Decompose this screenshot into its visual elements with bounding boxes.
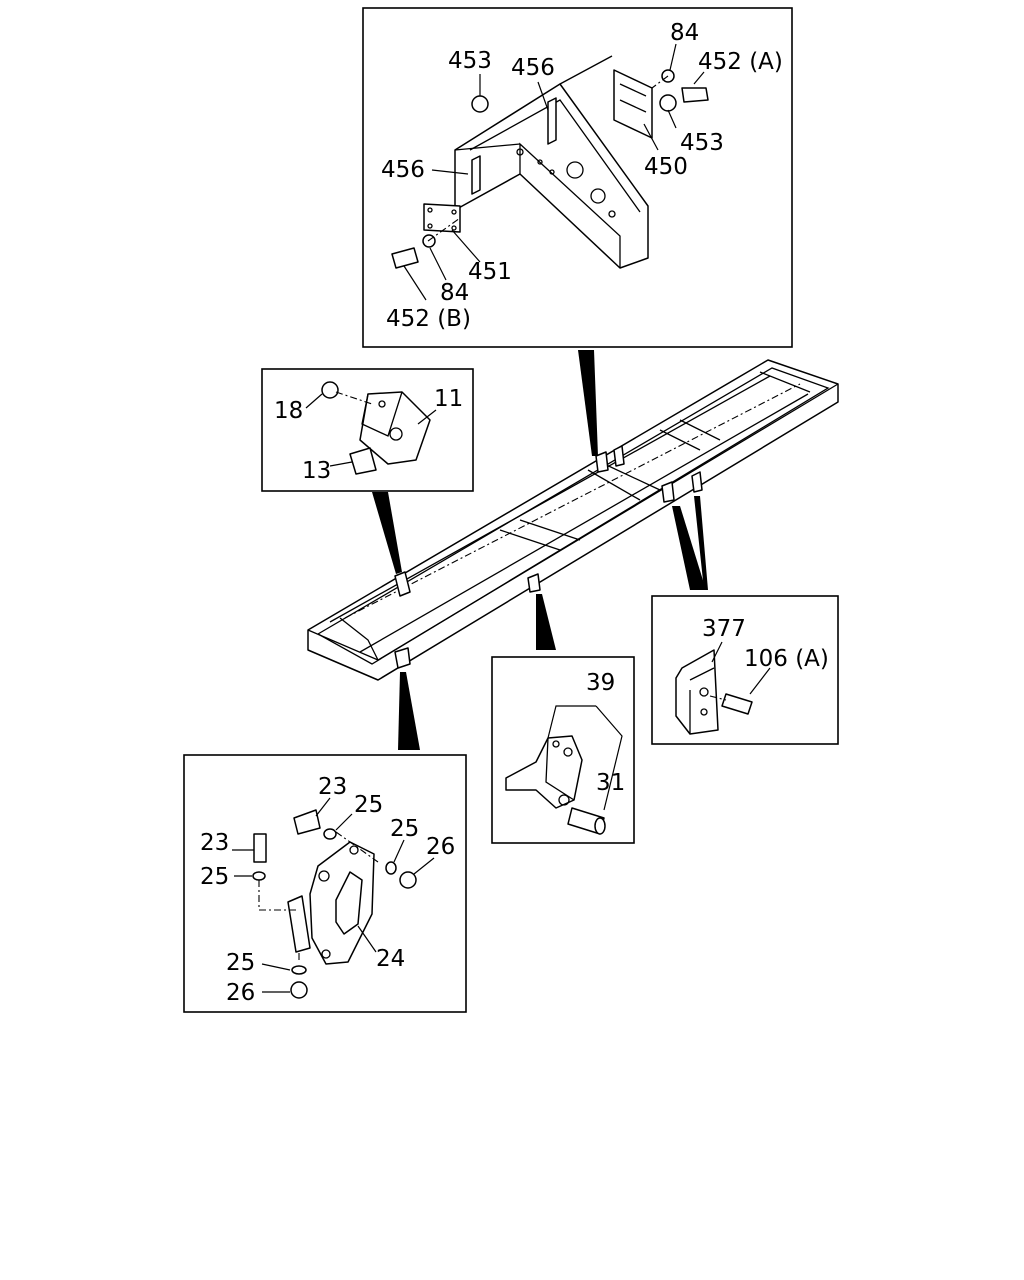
callout-25-right: 25 bbox=[390, 816, 419, 842]
washer-25-left bbox=[252, 871, 266, 881]
callout-18: 18 bbox=[274, 398, 303, 424]
callout-26-lower: 26 bbox=[226, 980, 255, 1006]
callout-39: 39 bbox=[586, 670, 615, 696]
bolt-23-left bbox=[253, 833, 267, 863]
callout-84-lower: 84 bbox=[440, 280, 469, 306]
callout-25-upper: 25 bbox=[354, 792, 383, 818]
callout-456-upper: 456 bbox=[511, 55, 555, 81]
nut-26-right bbox=[399, 871, 417, 889]
callout-450: 450 bbox=[644, 154, 688, 180]
callout-25-left: 25 bbox=[200, 864, 229, 890]
bolt-23-upper bbox=[293, 809, 321, 835]
callout-31: 31 bbox=[596, 770, 625, 796]
callout-452a: 452 (A) bbox=[698, 49, 783, 75]
callout-26-right: 26 bbox=[426, 834, 455, 860]
callout-106a: 106 (A) bbox=[744, 646, 829, 672]
top-detail-panel bbox=[362, 7, 793, 348]
nut-26-lower bbox=[290, 981, 308, 999]
callout-456-left: 456 bbox=[381, 157, 425, 183]
right-detail-panel bbox=[651, 595, 839, 745]
nut-453-right bbox=[659, 94, 677, 112]
bottom-detail-panel bbox=[183, 754, 467, 1013]
washer-25-upper bbox=[323, 828, 337, 840]
callout-13: 13 bbox=[302, 458, 331, 484]
callout-24: 24 bbox=[376, 946, 405, 972]
center-detail-panel bbox=[491, 656, 635, 844]
washer-25-right bbox=[385, 861, 397, 875]
washer-25-lower bbox=[291, 965, 307, 975]
callout-23-upper: 23 bbox=[318, 774, 347, 800]
callout-452b: 452 (B) bbox=[386, 306, 471, 332]
callout-453-right: 453 bbox=[680, 130, 724, 156]
bolt-106a bbox=[721, 693, 753, 715]
left-detail-panel bbox=[261, 368, 474, 492]
callout-23-left: 23 bbox=[200, 830, 229, 856]
bolt-13 bbox=[349, 447, 377, 475]
bolt-452b bbox=[391, 247, 419, 269]
callout-11: 11 bbox=[434, 386, 463, 412]
callout-84-upper: 84 bbox=[670, 20, 699, 46]
callout-451: 451 bbox=[468, 259, 512, 285]
callout-labels: 84 452 (A) 453 456 453 450 456 451 84 45… bbox=[200, 20, 829, 1006]
chassis-frame bbox=[307, 359, 839, 681]
detail-pointers bbox=[372, 350, 708, 750]
nut-453-left bbox=[471, 95, 489, 113]
callout-25-lower: 25 bbox=[226, 950, 255, 976]
washer-18 bbox=[321, 381, 339, 399]
callout-453-left: 453 bbox=[448, 48, 492, 74]
callout-377: 377 bbox=[702, 616, 746, 642]
bolt-452a bbox=[681, 87, 709, 103]
